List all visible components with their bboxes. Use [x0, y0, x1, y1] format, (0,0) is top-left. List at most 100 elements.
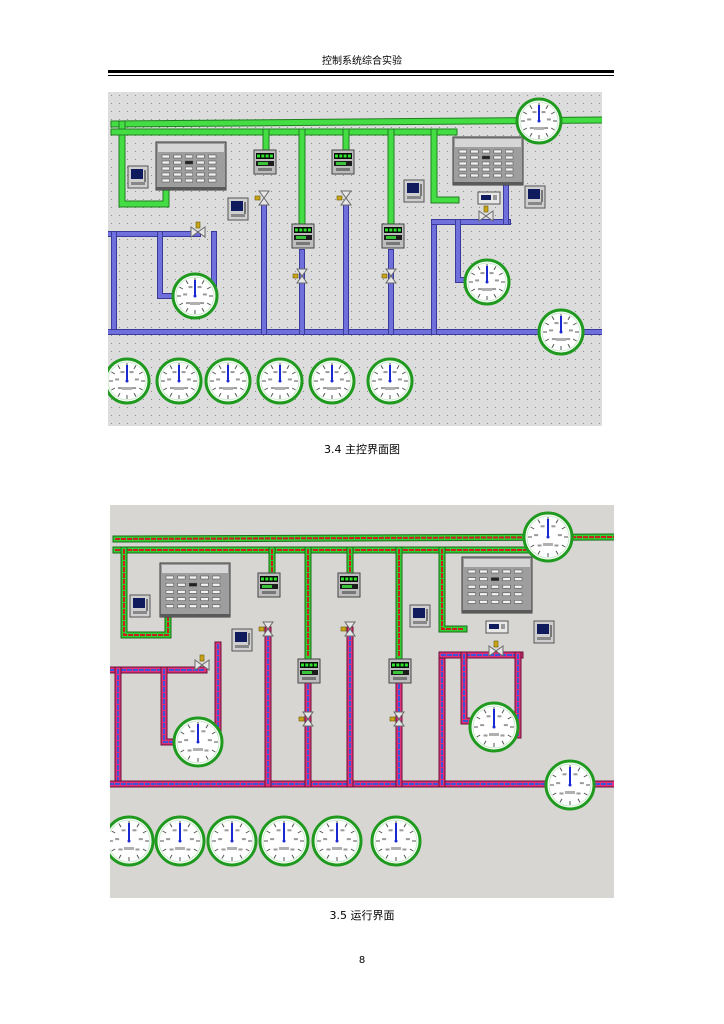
gauge-tick: [572, 338, 577, 342]
gauge-inner-ring: [548, 763, 592, 807]
gauge-hub: [546, 535, 550, 539]
gauge-inner-ring: [159, 361, 199, 401]
gauge-scale-label: [529, 127, 534, 130]
hmi-diagram-run-interface: [110, 505, 614, 898]
gauge-tick: [291, 387, 296, 391]
cabinet-switch: [208, 172, 217, 177]
gauge-scale-label: [183, 293, 188, 296]
gauge-tick: [555, 550, 559, 555]
controller-bar-fill: [302, 671, 312, 674]
gauge-scale-label: [492, 288, 497, 291]
controller-digit: [339, 154, 343, 158]
controller-digit: [353, 577, 357, 581]
gauge-tick: [239, 823, 243, 828]
gauge-scale-label: [549, 329, 554, 332]
gauge-tick: [117, 365, 121, 370]
gauge-tick: [350, 848, 355, 852]
valve-drop-2: [336, 190, 352, 206]
gauge-tick: [270, 392, 274, 397]
gauge-readout: [175, 847, 185, 850]
gauge-scale-label: [230, 371, 235, 374]
gauge-tick: [212, 387, 217, 391]
gauge-scale-label: [235, 378, 240, 381]
controller-digit: [309, 663, 313, 667]
caption-run-interface: 3.5 运行界面: [329, 909, 395, 922]
gauge-scale-label: [270, 387, 275, 390]
valve-body-top: [296, 268, 308, 277]
gauge-tick: [567, 343, 571, 348]
valve-actuator: [483, 205, 489, 213]
cabinet-switch: [165, 575, 174, 580]
flow-meter-right: [477, 191, 501, 205]
gauge-tick: [239, 387, 244, 391]
gauge-hub: [196, 740, 200, 744]
gauge-hub: [226, 379, 230, 383]
figure-main-control: [108, 92, 602, 426]
gauge-tick: [291, 823, 295, 828]
gauge-tick: [111, 371, 116, 375]
gauge-tick: [338, 392, 342, 397]
cabinet-switch: [479, 577, 488, 581]
cabinet-switch: [161, 178, 170, 183]
gauge-scale-label: [325, 371, 330, 374]
gauge-scale-label: [185, 302, 190, 305]
controller-display: [256, 153, 274, 159]
pressure-gauge-top-right: [515, 97, 563, 145]
gauge-tick: [117, 392, 121, 397]
valve-drop-4: [389, 711, 405, 727]
gauge-tick: [185, 365, 189, 370]
gauge-scale-label: [197, 286, 202, 289]
gauge-tick: [498, 272, 503, 276]
gauge-scale-label: [395, 387, 400, 390]
gauge-readout: [534, 127, 544, 130]
valve-actuator: [340, 626, 347, 632]
gauge-scale-label: [138, 838, 143, 841]
gauge-scale-label: [172, 829, 177, 832]
controller-bar-fill: [342, 585, 352, 588]
gauge-inner-ring: [210, 819, 254, 863]
gauge-tick: [169, 854, 173, 859]
pid-controller-1: [253, 149, 277, 175]
controller-digit: [299, 228, 303, 232]
gauge-tick: [476, 716, 481, 720]
gauge-tick: [286, 365, 290, 370]
cabinet-switch: [165, 597, 174, 601]
cabinet-switch: [470, 149, 479, 154]
gauge-scale-label: [169, 848, 174, 851]
controller-digit: [400, 663, 404, 667]
gauge-scale-label: [184, 387, 189, 390]
controller-keys: [336, 168, 350, 171]
level-gauge-5: [308, 357, 356, 405]
gauge-scale-label: [115, 378, 120, 381]
gauge-tick: [133, 365, 137, 370]
gauge-tick: [245, 848, 250, 852]
gauge-tick: [180, 731, 185, 735]
gauge-tick: [409, 830, 414, 834]
gauge-tick: [214, 848, 219, 852]
gauge-tick: [185, 280, 189, 285]
gauge-scale-label: [554, 544, 559, 547]
gauge-scale-label: [556, 782, 561, 785]
controller-digit: [397, 228, 401, 232]
controller-digit: [343, 154, 347, 158]
gauge-scale-label: [235, 829, 240, 832]
gauge-tick: [551, 316, 555, 321]
gauge-tick: [550, 111, 555, 115]
controller-bar-fill: [262, 585, 272, 588]
cabinet-switch: [177, 590, 186, 594]
cabinet-switch: [173, 172, 182, 177]
cabinet-switch: [208, 160, 217, 165]
gauge-scale-label: [334, 371, 339, 374]
gauge-hub: [125, 379, 129, 383]
cabinet-switch: [493, 161, 502, 166]
controller-display: [294, 227, 312, 233]
gauge-inner-ring: [519, 101, 559, 141]
valve-body-top: [302, 711, 314, 720]
pid-controller-3: [291, 223, 315, 249]
gauge-tick: [583, 774, 588, 778]
terminal-keyboard: [407, 196, 421, 199]
caption-main-control: 3.4 主控界面图: [324, 443, 400, 456]
cabinet-switch: [502, 569, 511, 574]
gauge-scale-label: [337, 387, 342, 390]
controller-keys: [386, 242, 400, 245]
